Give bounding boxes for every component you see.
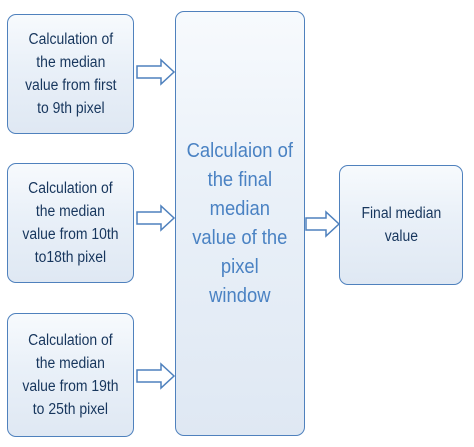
input-box-first-to-9th: Calculation of the median value from fir… (7, 14, 134, 134)
input-box-19th-to-25th: Calculation of the median value from 19t… (7, 313, 134, 437)
arrow-right-icon (305, 210, 341, 238)
center-box-label: Calculaion of the final median value of … (186, 139, 294, 307)
input-box-label: Calculation of the median value from fir… (24, 31, 117, 117)
final-median-value-box: Final median value (339, 165, 463, 285)
arrow-right-icon (136, 58, 176, 86)
output-box-label: Final median value (361, 205, 441, 245)
input-box-label: Calculation of the median value from 19t… (22, 332, 119, 418)
arrow-right-icon (136, 362, 176, 390)
input-box-label: Calculation of the median value from 10t… (22, 180, 119, 266)
arrow-right-icon (136, 204, 176, 232)
final-median-calculation-box: Calculaion of the final median value of … (175, 11, 305, 436)
input-box-10th-to-18th: Calculation of the median value from 10t… (7, 163, 134, 283)
